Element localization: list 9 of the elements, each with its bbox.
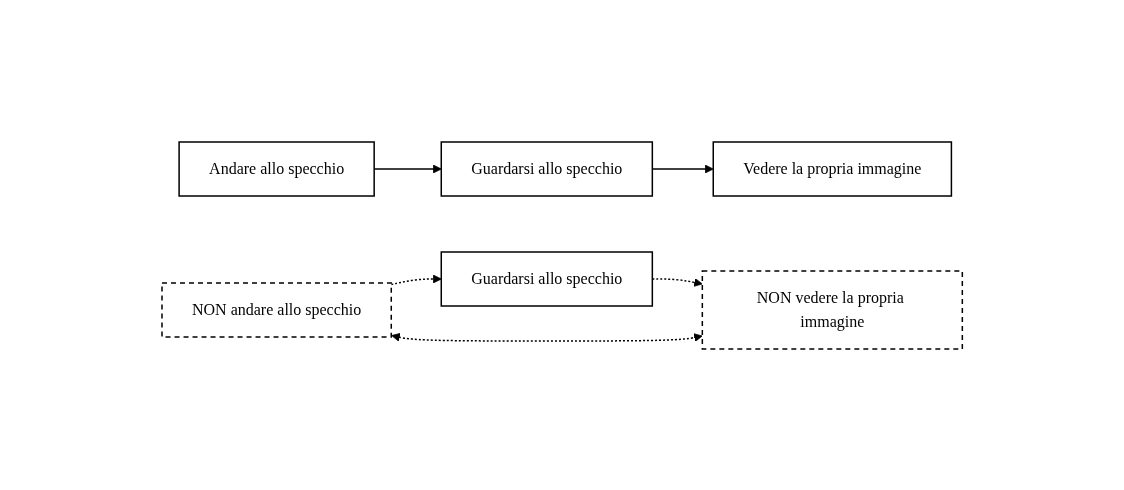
arrow xyxy=(390,274,442,285)
node-box: NON vedere la propria immagine xyxy=(701,269,963,350)
node-box: Guardarsi allo specchio xyxy=(440,140,653,197)
arrow xyxy=(391,332,703,342)
arrow xyxy=(373,164,442,173)
node-box: Andare allo specchio xyxy=(178,140,375,197)
node-box: Vedere la propria immagine xyxy=(712,140,952,197)
node-box: Guardarsi allo specchio xyxy=(440,250,653,307)
node-box: NON andare allo specchio xyxy=(161,281,392,338)
